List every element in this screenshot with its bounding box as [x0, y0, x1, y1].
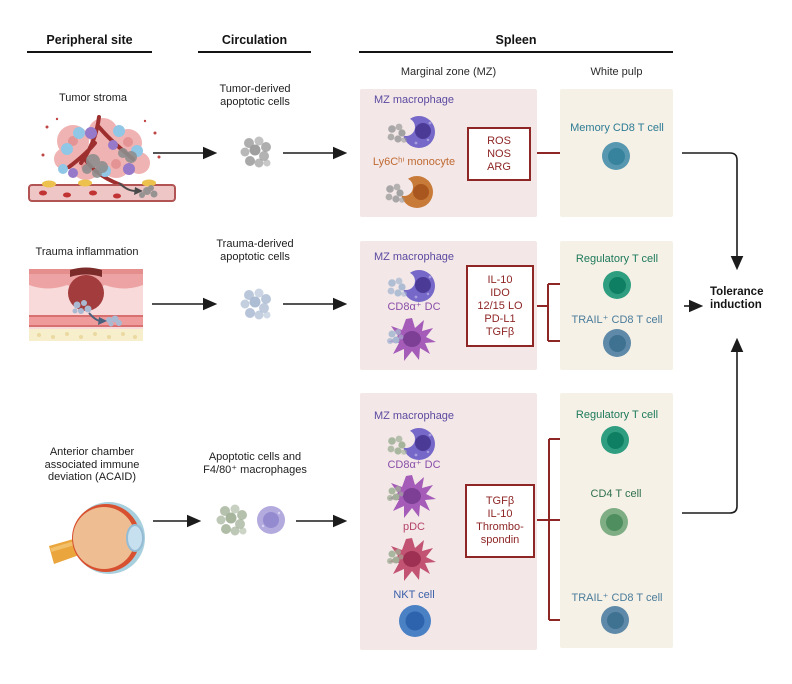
subheader-marginal-zone: Marginal zone (MZ)	[400, 66, 497, 78]
regulatory-t-cell-icon-row3	[601, 426, 629, 454]
site-label-acaid: Anterior chamber associated immune devia…	[44, 446, 140, 483]
nkt-cell-icon	[399, 605, 431, 637]
regulatory-t-nucleus-row3	[606, 431, 624, 449]
trail-cd8-t-cell-icon-row3	[601, 606, 629, 634]
mz-macrophage-icon-row1	[387, 116, 435, 148]
connector-row1-to-tolerance	[682, 152, 744, 271]
mz-cell-label-mz-macrophage-row2: MZ macrophage	[373, 251, 455, 263]
column-header-circulation: Circulation	[198, 33, 311, 53]
trail-cd8-nucleus-row2	[608, 334, 626, 352]
mz-cell-label-cd8a-dc-row3: CD8α⁺ DC	[387, 459, 441, 471]
ly6c-monocyte-icon	[385, 176, 433, 208]
mz-cell-label-mz-macrophage-row3: MZ macrophage	[373, 410, 455, 422]
cd4-t-nucleus	[605, 513, 623, 531]
f480-macrophage-icon	[257, 506, 285, 534]
mz-cell-label-ly6c-monocyte: Ly6Cʰⁱ monocyte	[372, 156, 456, 168]
apoptotic-cell-cluster-icon-row2	[240, 288, 271, 320]
connector-row3-to-tolerance	[682, 337, 744, 514]
site-label-trauma-inflammation: Trauma inflammation	[35, 246, 139, 258]
mediator-box-row2-text: IL-10 IDO 12/15 LO PD-L1 TGFβ	[477, 273, 523, 338]
circulation-label-row1: Tumor-derived apoptotic cells	[219, 83, 291, 108]
eye-illustration	[49, 502, 145, 574]
trauma-skin-illustration	[29, 267, 143, 341]
mz-macrophage-icon-row3	[387, 428, 435, 460]
trail-cd8-t-cell-icon-row2	[603, 329, 631, 357]
mz-cell-label-nkt: NKT cell	[393, 589, 435, 601]
site-label-tumor-stroma: Tumor stroma	[58, 92, 128, 104]
mediator-box-row2: IL-10 IDO 12/15 LO PD-L1 TGFβ	[466, 265, 534, 347]
column-header-peripheral-site: Peripheral site	[27, 33, 152, 53]
wp-cell-label-regulatory-t-row3: Regulatory T cell	[575, 409, 659, 421]
apoptotic-cell-cluster-icon-row3	[216, 504, 247, 536]
mediator-box-row1-text: ROS NOS ARG	[487, 134, 511, 173]
regulatory-t-nucleus-row2	[608, 276, 626, 294]
wp-cell-label-memory-cd8: Memory CD8 T cell	[570, 122, 664, 134]
regulatory-t-cell-icon-row2	[603, 271, 631, 299]
cd8a-dendritic-cell-icon-row2	[387, 318, 436, 361]
subheader-white-pulp: White pulp	[590, 66, 643, 78]
tolerance-induction-label: Tolerance induction	[710, 286, 764, 311]
mz-cell-label-pdc: pDC	[402, 521, 425, 533]
cd8a-dendritic-cell-icon-row3	[387, 475, 436, 518]
tumor-stroma-illustration	[28, 115, 176, 202]
wp-cell-label-trail-cd8-row3: TRAIL⁺ CD8 T cell	[571, 592, 663, 604]
mediator-box-row3-text: TGFβ IL-10 Thrombo- spondin	[476, 495, 524, 546]
column-header-spleen: Spleen	[359, 33, 673, 53]
wp-cell-label-regulatory-t-row2: Regulatory T cell	[575, 253, 659, 265]
memory-cd8-t-cell-icon	[602, 142, 630, 170]
circulation-label-row2: Trauma-derived apoptotic cells	[216, 238, 294, 263]
cd4-t-cell-icon	[600, 508, 628, 536]
circulation-label-row3: Apoptotic cells and F4/80⁺ macrophages	[203, 451, 307, 476]
mz-cell-label-cd8a-dc-row2: CD8α⁺ DC	[387, 301, 441, 313]
mediator-box-row1: ROS NOS ARG	[467, 127, 531, 181]
pdc-icon	[387, 538, 436, 581]
apoptotic-cell-cluster-icon-row1	[240, 136, 271, 168]
mz-macrophage-icon-row2	[387, 270, 435, 302]
mediator-box-row3: TGFβ IL-10 Thrombo- spondin	[465, 484, 535, 558]
wp-cell-label-cd4-t: CD4 T cell	[590, 488, 642, 500]
memory-cd8-nucleus	[607, 147, 625, 165]
trail-cd8-nucleus-row3	[606, 611, 624, 629]
mz-cell-label-mz-macrophage-row1: MZ macrophage	[373, 94, 455, 106]
wp-cell-label-trail-cd8-row2: TRAIL⁺ CD8 T cell	[571, 314, 663, 326]
